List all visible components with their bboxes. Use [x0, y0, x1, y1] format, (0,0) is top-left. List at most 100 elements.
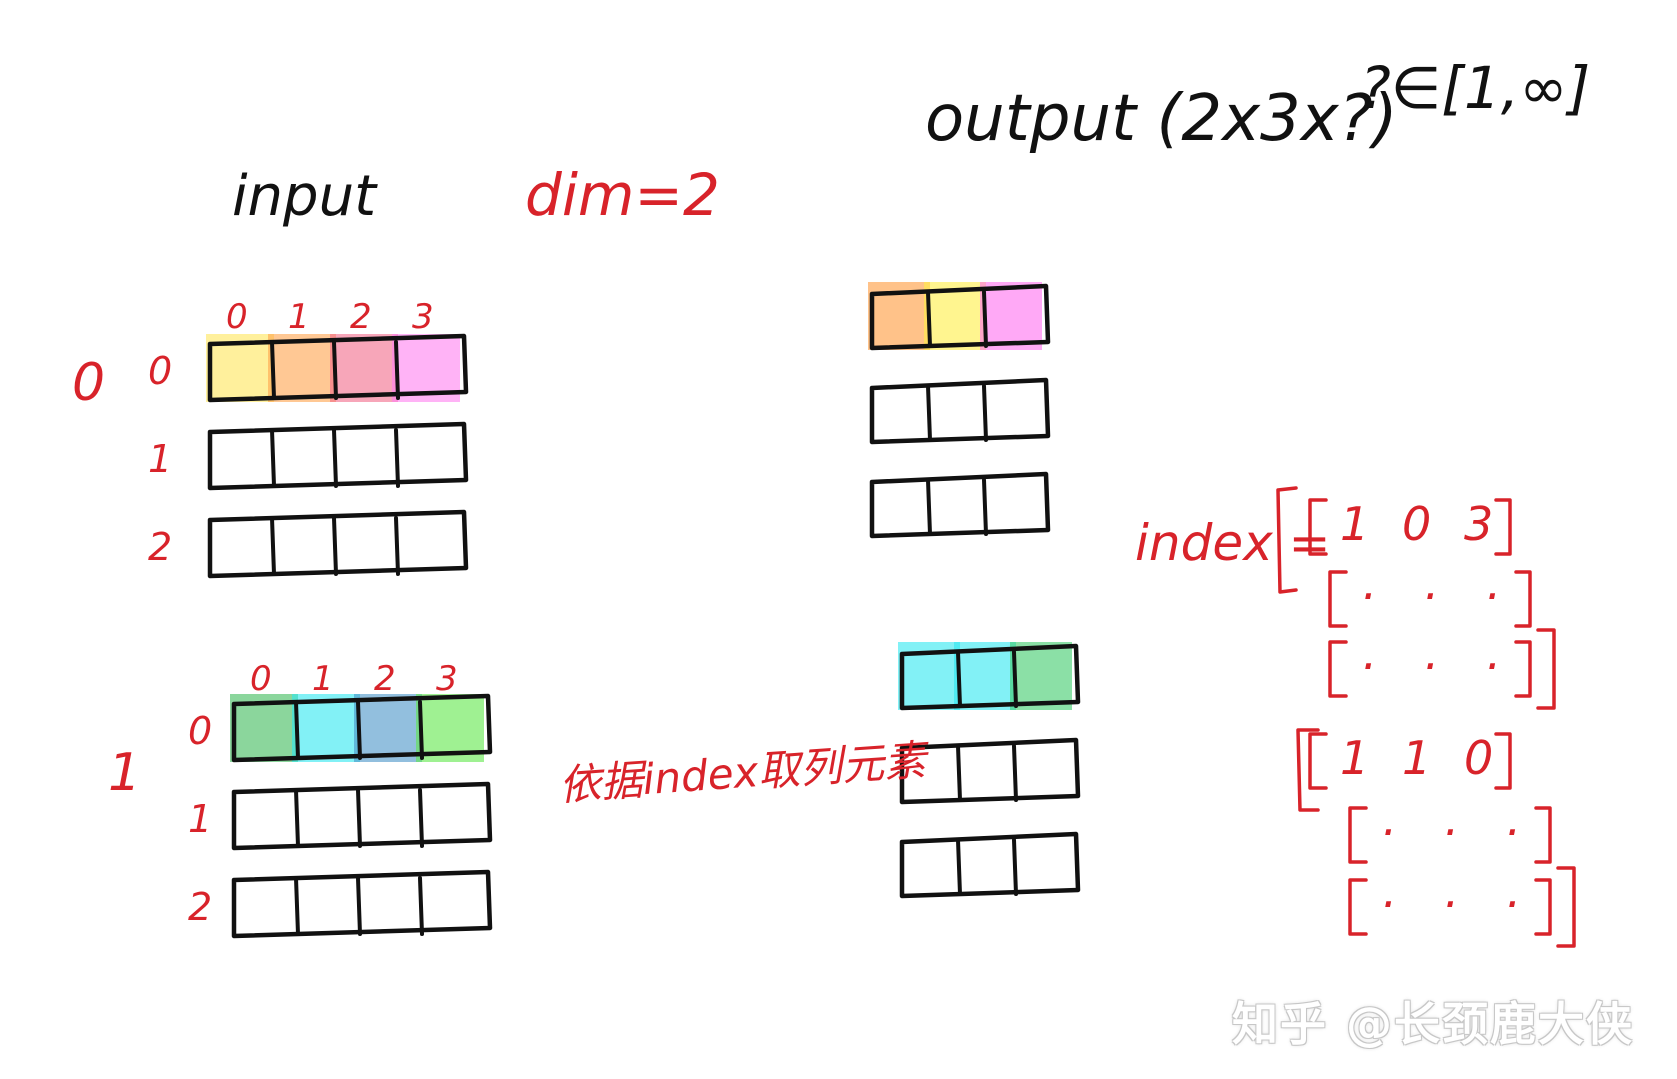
cell-divider	[394, 516, 400, 576]
index-value: ·	[1442, 877, 1457, 931]
gather-note: 依据index取列元素	[557, 735, 931, 810]
cell-divider	[418, 876, 424, 936]
index-value: ·	[1442, 805, 1457, 859]
row-index-label: 2	[148, 525, 172, 569]
row-close-bracket	[1514, 570, 1532, 628]
index-value: ·	[1380, 877, 1395, 931]
watermark: 知乎 @长颈鹿大侠	[1232, 997, 1635, 1051]
outer-bracket	[1276, 486, 1298, 594]
tensor-row	[207, 333, 469, 403]
cell-divider	[394, 340, 400, 400]
range-label: ?∈[1,∞]	[1360, 54, 1590, 122]
cell-divider	[294, 788, 300, 848]
dim-label: dim=2	[525, 161, 720, 229]
col-index-label: 2	[350, 297, 372, 337]
cell-divider	[418, 788, 424, 848]
cell-divider	[956, 744, 962, 802]
cell-divider	[270, 428, 276, 488]
index-value: ·	[1360, 569, 1375, 623]
index-row: · · ·	[1348, 866, 1576, 948]
index-row: ···	[1328, 628, 1556, 710]
cell-divider	[1012, 650, 1018, 708]
batch-label: 1	[108, 743, 141, 803]
row-open-bracket	[1328, 570, 1348, 628]
cell-divider	[982, 290, 988, 348]
tensor-row	[899, 737, 1081, 805]
row-open-bracket	[1328, 640, 1348, 698]
row-close-bracket	[1534, 878, 1552, 936]
cell-divider	[418, 700, 424, 760]
cell-divider	[1012, 744, 1018, 802]
tensor-row	[899, 643, 1081, 711]
cell-divider	[270, 516, 276, 576]
index-value: ·	[1484, 569, 1499, 623]
highlight-cell	[330, 334, 398, 402]
col-index-label: 0	[226, 297, 248, 337]
cell-divider	[356, 876, 362, 936]
cell-divider	[926, 384, 932, 442]
highlight-cell	[354, 694, 422, 762]
row-index-label: 1	[188, 797, 212, 841]
cell-divider	[332, 516, 338, 576]
index-value: ·	[1360, 639, 1375, 693]
tensor-row	[869, 471, 1051, 539]
outer-close-bracket	[1556, 866, 1576, 948]
index-value: ·	[1504, 805, 1519, 859]
row-open-bracket	[1348, 806, 1368, 864]
row-index-label: 0	[188, 709, 212, 753]
tensor-row	[231, 693, 493, 763]
output-title: output (2x3x?)	[925, 82, 1398, 156]
row-index-label: 2	[188, 885, 212, 929]
cell-divider	[926, 290, 932, 348]
cell-divider	[356, 700, 362, 760]
cell-divider	[926, 478, 932, 536]
row-index-label: 1	[148, 437, 172, 481]
tensor-row	[207, 421, 469, 491]
row-close-bracket	[1494, 732, 1512, 790]
highlight-cell	[292, 694, 360, 762]
cell-divider	[394, 428, 400, 488]
cell-divider	[332, 340, 338, 400]
row-open-bracket	[1308, 732, 1328, 790]
col-index-label: 0	[250, 659, 272, 699]
row-open-bracket	[1308, 498, 1328, 556]
tensor-row	[869, 377, 1051, 445]
cell-divider	[982, 384, 988, 442]
row-index-label: 0	[148, 349, 172, 393]
tensor-row	[869, 283, 1051, 351]
row-open-bracket	[1348, 878, 1368, 936]
tensor-row	[899, 831, 1081, 899]
cell-divider	[270, 340, 276, 400]
index-value: 3	[1464, 497, 1493, 551]
col-index-label: 1	[288, 297, 310, 337]
index-value: ·	[1504, 877, 1519, 931]
index-value: 1	[1340, 731, 1369, 785]
input-title: input	[232, 164, 378, 229]
highlight-cell	[268, 334, 336, 402]
index-row: · · ·	[1328, 569, 1532, 628]
tensor-row	[207, 509, 469, 579]
tensor-row	[231, 781, 493, 851]
row-close-bracket	[1534, 806, 1552, 864]
index-value: 1	[1340, 497, 1369, 551]
col-index-label: 1	[312, 659, 334, 699]
cell-divider	[356, 788, 362, 848]
batch-label: 0	[72, 353, 105, 413]
index-value: 1	[1402, 731, 1431, 785]
index-label: index =	[1135, 514, 1330, 572]
highlight-cell	[980, 282, 1042, 350]
output-tensor	[868, 282, 1081, 899]
index-value: ·	[1422, 569, 1437, 623]
index-value: ·	[1422, 639, 1437, 693]
cell-divider	[956, 838, 962, 896]
outer-close-bracket	[1536, 628, 1556, 710]
col-index-label: 3	[412, 297, 434, 337]
output-batch-1	[898, 642, 1081, 899]
col-index-label: 2	[374, 659, 396, 699]
highlight-cell	[1010, 642, 1072, 710]
index-value: 0	[1402, 497, 1431, 551]
cell-divider	[956, 650, 962, 708]
